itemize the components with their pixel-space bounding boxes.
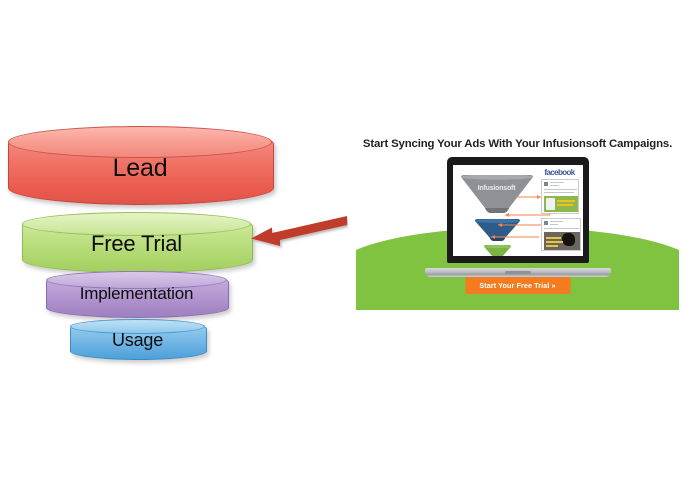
card-avatar (543, 221, 548, 225)
card-text-line (543, 189, 577, 190)
funnel-stage-implementation[interactable]: Implementation (46, 271, 229, 318)
funnel-stage-usage[interactable]: Usage (70, 319, 207, 360)
funnel-stage-free-trial[interactable]: Free Trial (22, 212, 253, 273)
card-image (543, 232, 580, 250)
card-image-bar (556, 200, 575, 202)
laptop-base (424, 268, 611, 277)
infusionsoft-ad-banner[interactable]: Start Syncing Your Ads With Your Infusio… (356, 132, 679, 310)
card-image-object (561, 233, 575, 246)
card-image-bar (545, 245, 558, 247)
card-image-bar (545, 237, 561, 239)
card-text-line (549, 224, 558, 225)
card-image-bar (545, 241, 563, 243)
card-text-line (543, 192, 574, 193)
screen-funnel-tier-conversion (483, 245, 511, 256)
ad-headline: Start Syncing Your Ads With Your Infusio… (362, 138, 673, 150)
card-image-object (545, 198, 555, 210)
card-text-line (543, 228, 579, 229)
screen-funnel-tier-awareness (460, 175, 533, 213)
card-avatar (543, 182, 548, 186)
facebook-ad-card-top (540, 179, 579, 214)
start-free-trial-button[interactable]: Start Your Free Trial » (465, 277, 570, 294)
laptop-trackpad-notch (504, 270, 531, 274)
screen-connector-arrows (490, 195, 551, 239)
card-text-line (549, 182, 564, 183)
funnel-stage-label-lead: Lead (112, 154, 168, 182)
laptop-screen: Infusionsoft (452, 165, 583, 256)
cylinder-top-ellipse (70, 319, 205, 334)
facebook-ad-card-bottom (540, 218, 581, 251)
infusionsoft-logo-text: Infusionsoft (477, 185, 516, 192)
card-text-line (549, 185, 559, 186)
cylinder-top-ellipse (8, 126, 272, 158)
laptop-lid: Infusionsoft (446, 157, 589, 263)
funnel-stage-label-free-trial: Free Trial (91, 231, 182, 256)
facebook-logo: facebook (544, 168, 575, 177)
laptop-illustration: Infusionsoft (424, 157, 611, 279)
card-image (543, 196, 578, 212)
funnel-stage-label-usage: Usage (111, 330, 164, 350)
cylinder-top-ellipse (22, 212, 251, 236)
card-image-bar (556, 203, 573, 206)
card-text-line (549, 221, 563, 222)
left-arrow-icon (251, 216, 347, 246)
funnel-stage-lead[interactable]: Lead (8, 126, 274, 205)
funnel-stage-label-implementation: Implementation (79, 284, 194, 303)
cylinder-top-ellipse (46, 271, 227, 289)
